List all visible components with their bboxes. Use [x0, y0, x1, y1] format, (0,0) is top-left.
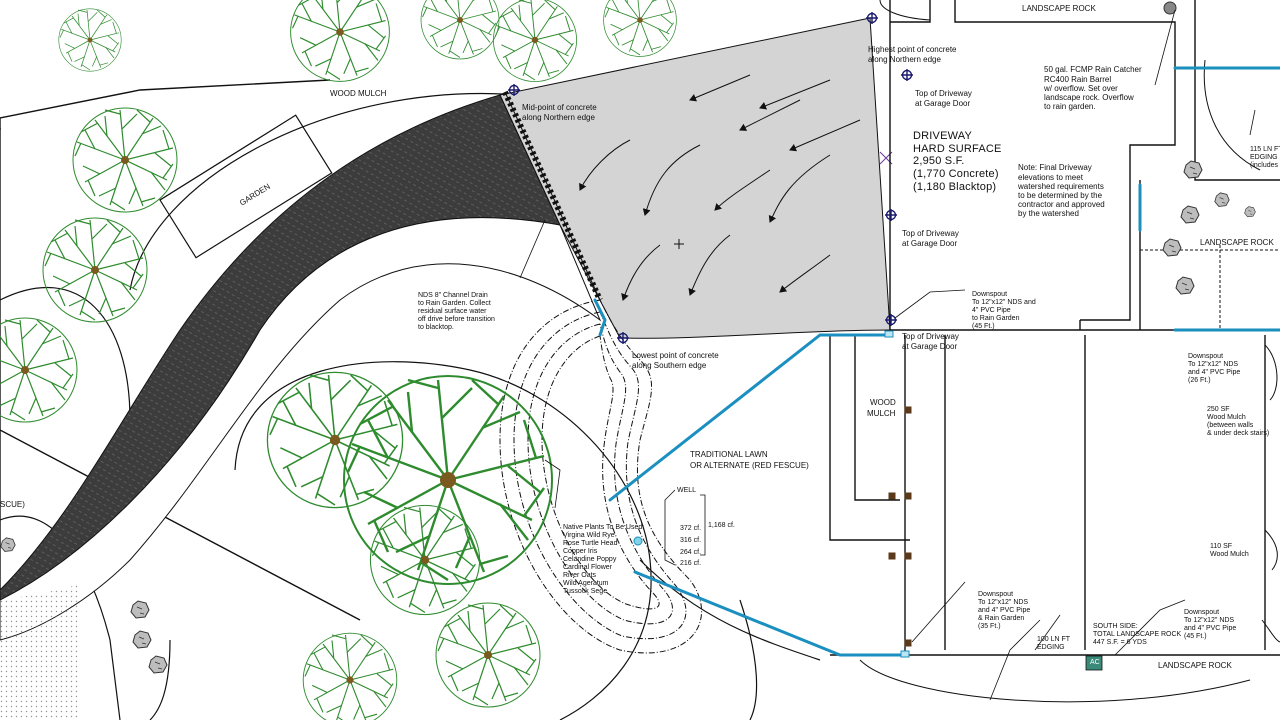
- driveway-line4: (1,770 Concrete): [913, 167, 999, 180]
- landscape-rock-label-bottom: LANDSCAPE ROCK: [1158, 661, 1232, 670]
- garden-bed: [159, 114, 333, 259]
- driveway-line1: DRIVEWAY: [913, 130, 973, 142]
- edge-label: SCUE): [0, 500, 25, 509]
- wood-mulch-side-label-1: WOOD: [870, 398, 896, 407]
- wood-mulch-label-top: WOOD MULCH: [330, 89, 387, 98]
- flow-arrows: [579, 74, 861, 301]
- leader-lines: [519, 9, 1256, 701]
- landscape-rock-label-right: LANDSCAPE ROCK: [1200, 238, 1274, 247]
- landscape-rock-label-top: LANDSCAPE ROCK: [1022, 4, 1096, 13]
- note-native-plants: Native Plants To Be Used:Virgina Wild Ry…: [563, 524, 645, 596]
- driveway-line2: HARD SURFACE: [913, 142, 1002, 155]
- wood-mulch-side-label-2: MULCH: [867, 409, 896, 418]
- driveway-line5: (1,180 Blacktop): [913, 180, 997, 193]
- pvc-pipes: [593, 66, 1280, 657]
- contour-total: 1,168 cf.: [708, 522, 735, 529]
- concrete-driveway: [499, 17, 891, 339]
- boundary-lines: [0, 79, 361, 621]
- driveway-label-block: DRIVEWAY HARD SURFACE 2,950 S.F. (1,770 …: [913, 130, 1002, 193]
- lawn-label-1: TRADITIONAL LAWN: [690, 450, 768, 459]
- rain-garden-contours: [499, 299, 702, 654]
- contour-volumes: 372 cf.316 cf.264 cf.216 cf.: [680, 524, 702, 568]
- house-outline: [829, 0, 1280, 656]
- ac-unit-label: AC: [1090, 659, 1100, 666]
- driveway-line3: 2,950 S.F.: [913, 155, 965, 168]
- well-label: WELL: [677, 487, 697, 494]
- lawn-label-2: OR ALTERNATE (RED FESCUE): [690, 461, 809, 470]
